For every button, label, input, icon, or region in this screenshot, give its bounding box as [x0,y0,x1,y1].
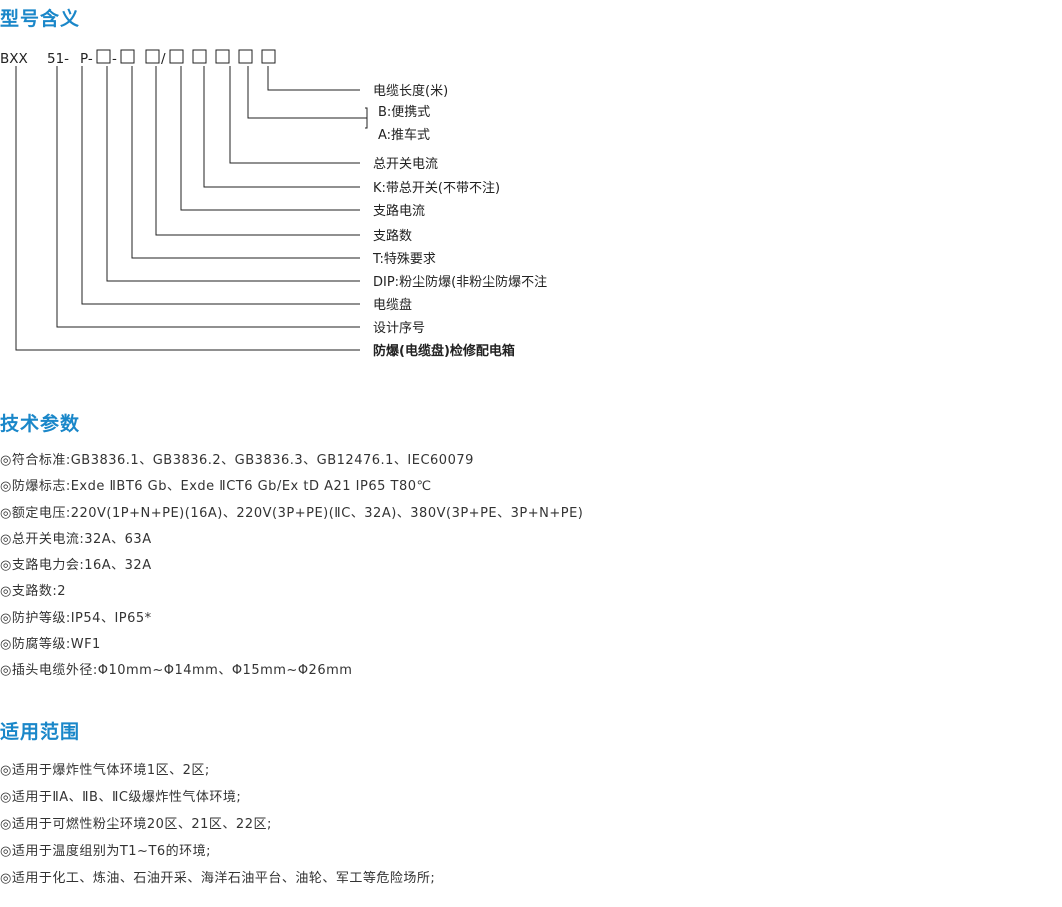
placeholder-box-main-switch [192,49,207,64]
code-slash: / [161,51,166,67]
list-item-dust-zones: ◎适用于可燃性粉尘环境20区、21区、22区; [0,817,272,832]
leader-branch-count [155,66,360,236]
placeholder-box-branch-count [145,49,160,64]
list-item-anticorrosion-grade: ◎防腐等级:WF1 [0,637,101,653]
section-title-application: 适用范围 [0,721,81,743]
code-prefix: BXX [0,51,28,67]
placeholder-box-type [238,49,253,64]
label-design-serial: 设计序号 [373,321,425,336]
leader-type [247,66,367,119]
label-product-name: 防爆(电缆盘)检修配电箱 [373,343,515,359]
application-list: ◎适用于爆炸性气体环境1区、2区; ◎适用于ⅡA、ⅡB、ⅡC级爆炸性气体环境; … [0,762,435,897]
label-main-switch-current: 总开关电流 [373,157,438,172]
code-series: 51- [47,51,69,67]
label-dip: DIP:粉尘防爆(非粉尘防爆不注 [373,274,547,290]
section-title-tech-params: 技术参数 [0,413,81,435]
label-branch-current: 支路电流 [373,203,425,219]
tech-params-list: ◎符合标准:GB3836.1、GB3836.2、GB3836.3、GB12476… [0,452,583,689]
placeholder-box-special [96,49,111,64]
label-main-switch: K:带总开关(不带不注) [373,181,500,196]
list-item-rated-voltage: ◎额定电压:220V(1P+N+PE)(16A)、220V(3P+PE)(ⅡC、… [0,505,584,521]
placeholder-box-main-current [215,49,230,64]
list-item-hazardous-sites: ◎适用于化工、炼油、石油开采、海洋石油平台、油轮、军工等危险场所; [0,871,436,886]
list-item-protection-grade: ◎防护等级:IP54、IP65* [0,610,152,626]
list-item-gas-zones: ◎适用于爆炸性气体环境1区、2区; [0,763,210,778]
label-portable: B:便携式 [378,104,430,120]
list-item-temperature-class: ◎适用于温度组别为T1~T6的环境; [0,844,212,859]
code-dash: - [112,51,117,67]
list-item-standard: ◎符合标准:GB3836.1、GB3836.2、GB3836.3、GB12476… [0,453,474,468]
leader-cable-length [267,66,360,91]
list-item-branch-count: ◎支路数:2 [0,584,66,600]
leader-branch-current [180,66,360,211]
section-title-model-meaning: 型号含义 [0,8,81,30]
list-item-cable-diameter: ◎插头电缆外径:Φ10mm~Φ14mm、Φ15mm~Φ26mm [0,663,353,679]
placeholder-box-dip [120,49,135,64]
leader-dip [106,66,360,282]
placeholder-box-branch-current [169,49,184,64]
label-trolley: A:推车式 [378,127,430,143]
label-cable-length: 电缆长度(米) [373,83,448,99]
code-p: P- [80,51,93,67]
model-code-diagram: BXX 51- P- - / 电缆长度(米) B:便携式 A:推车式 总开关电流… [0,49,547,359]
leader-special [131,66,360,259]
leader-cable-reel [81,66,360,305]
placeholder-box-cable-length [261,49,276,64]
leader-product-name [15,66,360,351]
label-cable-reel: 电缆盘 [373,297,412,313]
list-item-ex-marking: ◎防爆标志:Exde ⅡBT6 Gb、Exde ⅡCT6 Gb/Ex tD A2… [0,479,432,495]
label-branch-count: 支路数 [373,228,412,244]
leader-type-bracket [365,107,368,129]
label-special: T:特殊要求 [372,252,436,267]
leader-design-serial [56,66,360,328]
list-item-branch-current: ◎支路电力会:16A、32A [0,558,152,574]
list-item-gas-groups: ◎适用于ⅡA、ⅡB、ⅡC级爆炸性气体环境; [0,790,242,805]
leader-main-current [229,66,360,164]
leader-main-switch [203,66,360,188]
list-item-main-switch-current: ◎总开关电流:32A、63A [0,531,152,547]
